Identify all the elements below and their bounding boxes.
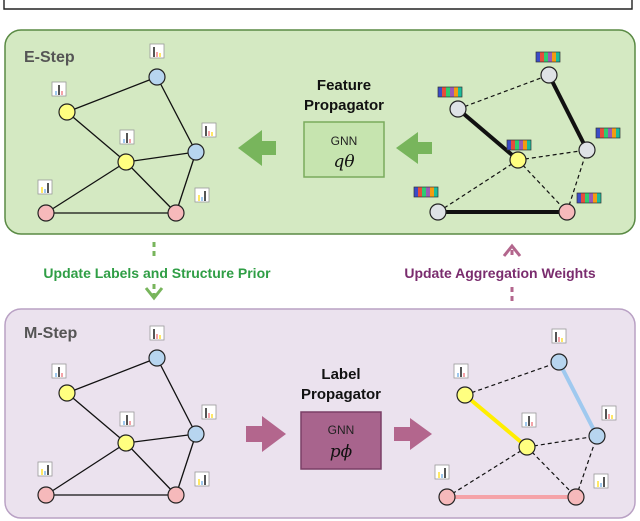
estep-arrow-left-icon [238, 130, 276, 166]
gnn-q-label: GNN [331, 134, 358, 148]
mstep-left-nodes [37, 349, 205, 504]
down-arrow-icon [144, 242, 164, 301]
estep-right-nodes [429, 66, 596, 221]
node-gray [578, 141, 596, 159]
gnn-p-box [300, 411, 382, 470]
node-yellow [509, 151, 527, 169]
node-pink [167, 204, 185, 222]
node-pink [37, 486, 55, 504]
node-blue [148, 68, 166, 86]
estep-arrow-mid-icon [396, 132, 432, 164]
estep-right-edges [437, 74, 589, 214]
mstep-left-edges [45, 357, 197, 496]
top-frame [3, 0, 633, 10]
update-labels-text: Update Labels and Structure Prior [43, 265, 271, 281]
estep-left-nodes [37, 68, 205, 222]
node-yellow [518, 438, 536, 456]
node-gray [429, 203, 447, 221]
mstep-right-edges [446, 361, 599, 499]
feature-propagator-line2: Propagator [304, 97, 384, 114]
update-weights-text: Update Aggregation Weights [404, 265, 596, 281]
estep-left-edges [45, 76, 197, 214]
up-arrow-icon [502, 243, 522, 302]
label-propagator-line2: Propagator [301, 386, 381, 403]
mstep-arrow-right-icon [394, 418, 432, 450]
mstep-arrow-left-icon [246, 416, 286, 452]
node-yellow [58, 103, 76, 121]
node-gray [449, 100, 467, 118]
node-yellow [58, 384, 76, 402]
node-pink [567, 488, 585, 506]
gnn-p-label: GNN [328, 423, 355, 437]
feature-propagator-line1: Feature [317, 77, 371, 94]
mstep-right-nodes [438, 353, 606, 506]
node-pink [167, 486, 185, 504]
node-pink [438, 488, 456, 506]
node-yellow [117, 153, 135, 171]
gnn-q-symbol: qθ [333, 152, 354, 172]
label-propagator-line1: Label [321, 366, 360, 383]
node-yellow [117, 434, 135, 452]
gnn-q-box [303, 121, 385, 178]
node-gray [540, 66, 558, 84]
node-pink [37, 204, 55, 222]
gnn-p-symbol: pϕ [330, 442, 353, 462]
node-blue [148, 349, 166, 367]
node-yellow [456, 386, 474, 404]
estep-title: E-Step [24, 49, 75, 66]
node-blue [550, 353, 568, 371]
mstep-title: M-Step [24, 325, 78, 342]
node-blue [187, 143, 205, 161]
node-blue [588, 427, 606, 445]
node-blue [187, 425, 205, 443]
node-pink [558, 203, 576, 221]
